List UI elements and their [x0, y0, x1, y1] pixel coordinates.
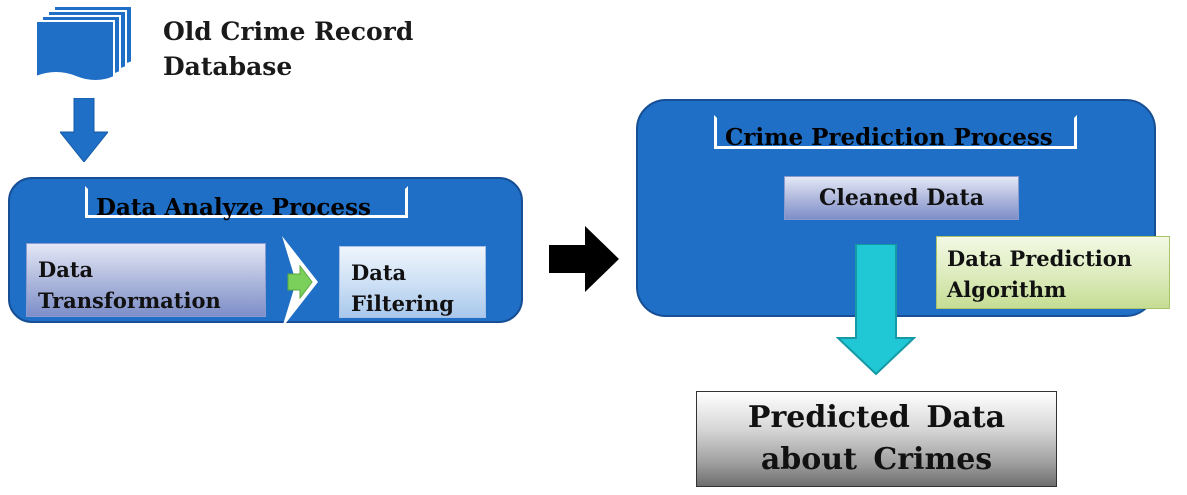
chevron-right-icon: [282, 236, 318, 328]
crime-prediction-title: Crime Prediction Process: [714, 115, 1077, 151]
database-label: Old Crime Record Database: [163, 17, 414, 81]
database-documents-icon: [36, 6, 133, 82]
data-transformation-box: Data Transformation: [26, 243, 266, 317]
data-prediction-algorithm-box: Data Prediction Algorithm: [936, 236, 1170, 309]
arrow-down-icon: [60, 98, 108, 162]
arrow-right-icon: [549, 226, 619, 292]
data-analyze-title: Data Analyze Process: [85, 186, 408, 221]
data-filtering-box: Data Filtering: [339, 246, 486, 318]
predicted-data-box: Predicted Data about Crimes: [696, 391, 1057, 487]
arrow-down-teal-icon: [836, 244, 916, 376]
cleaned-data-box: Cleaned Data: [784, 176, 1019, 220]
